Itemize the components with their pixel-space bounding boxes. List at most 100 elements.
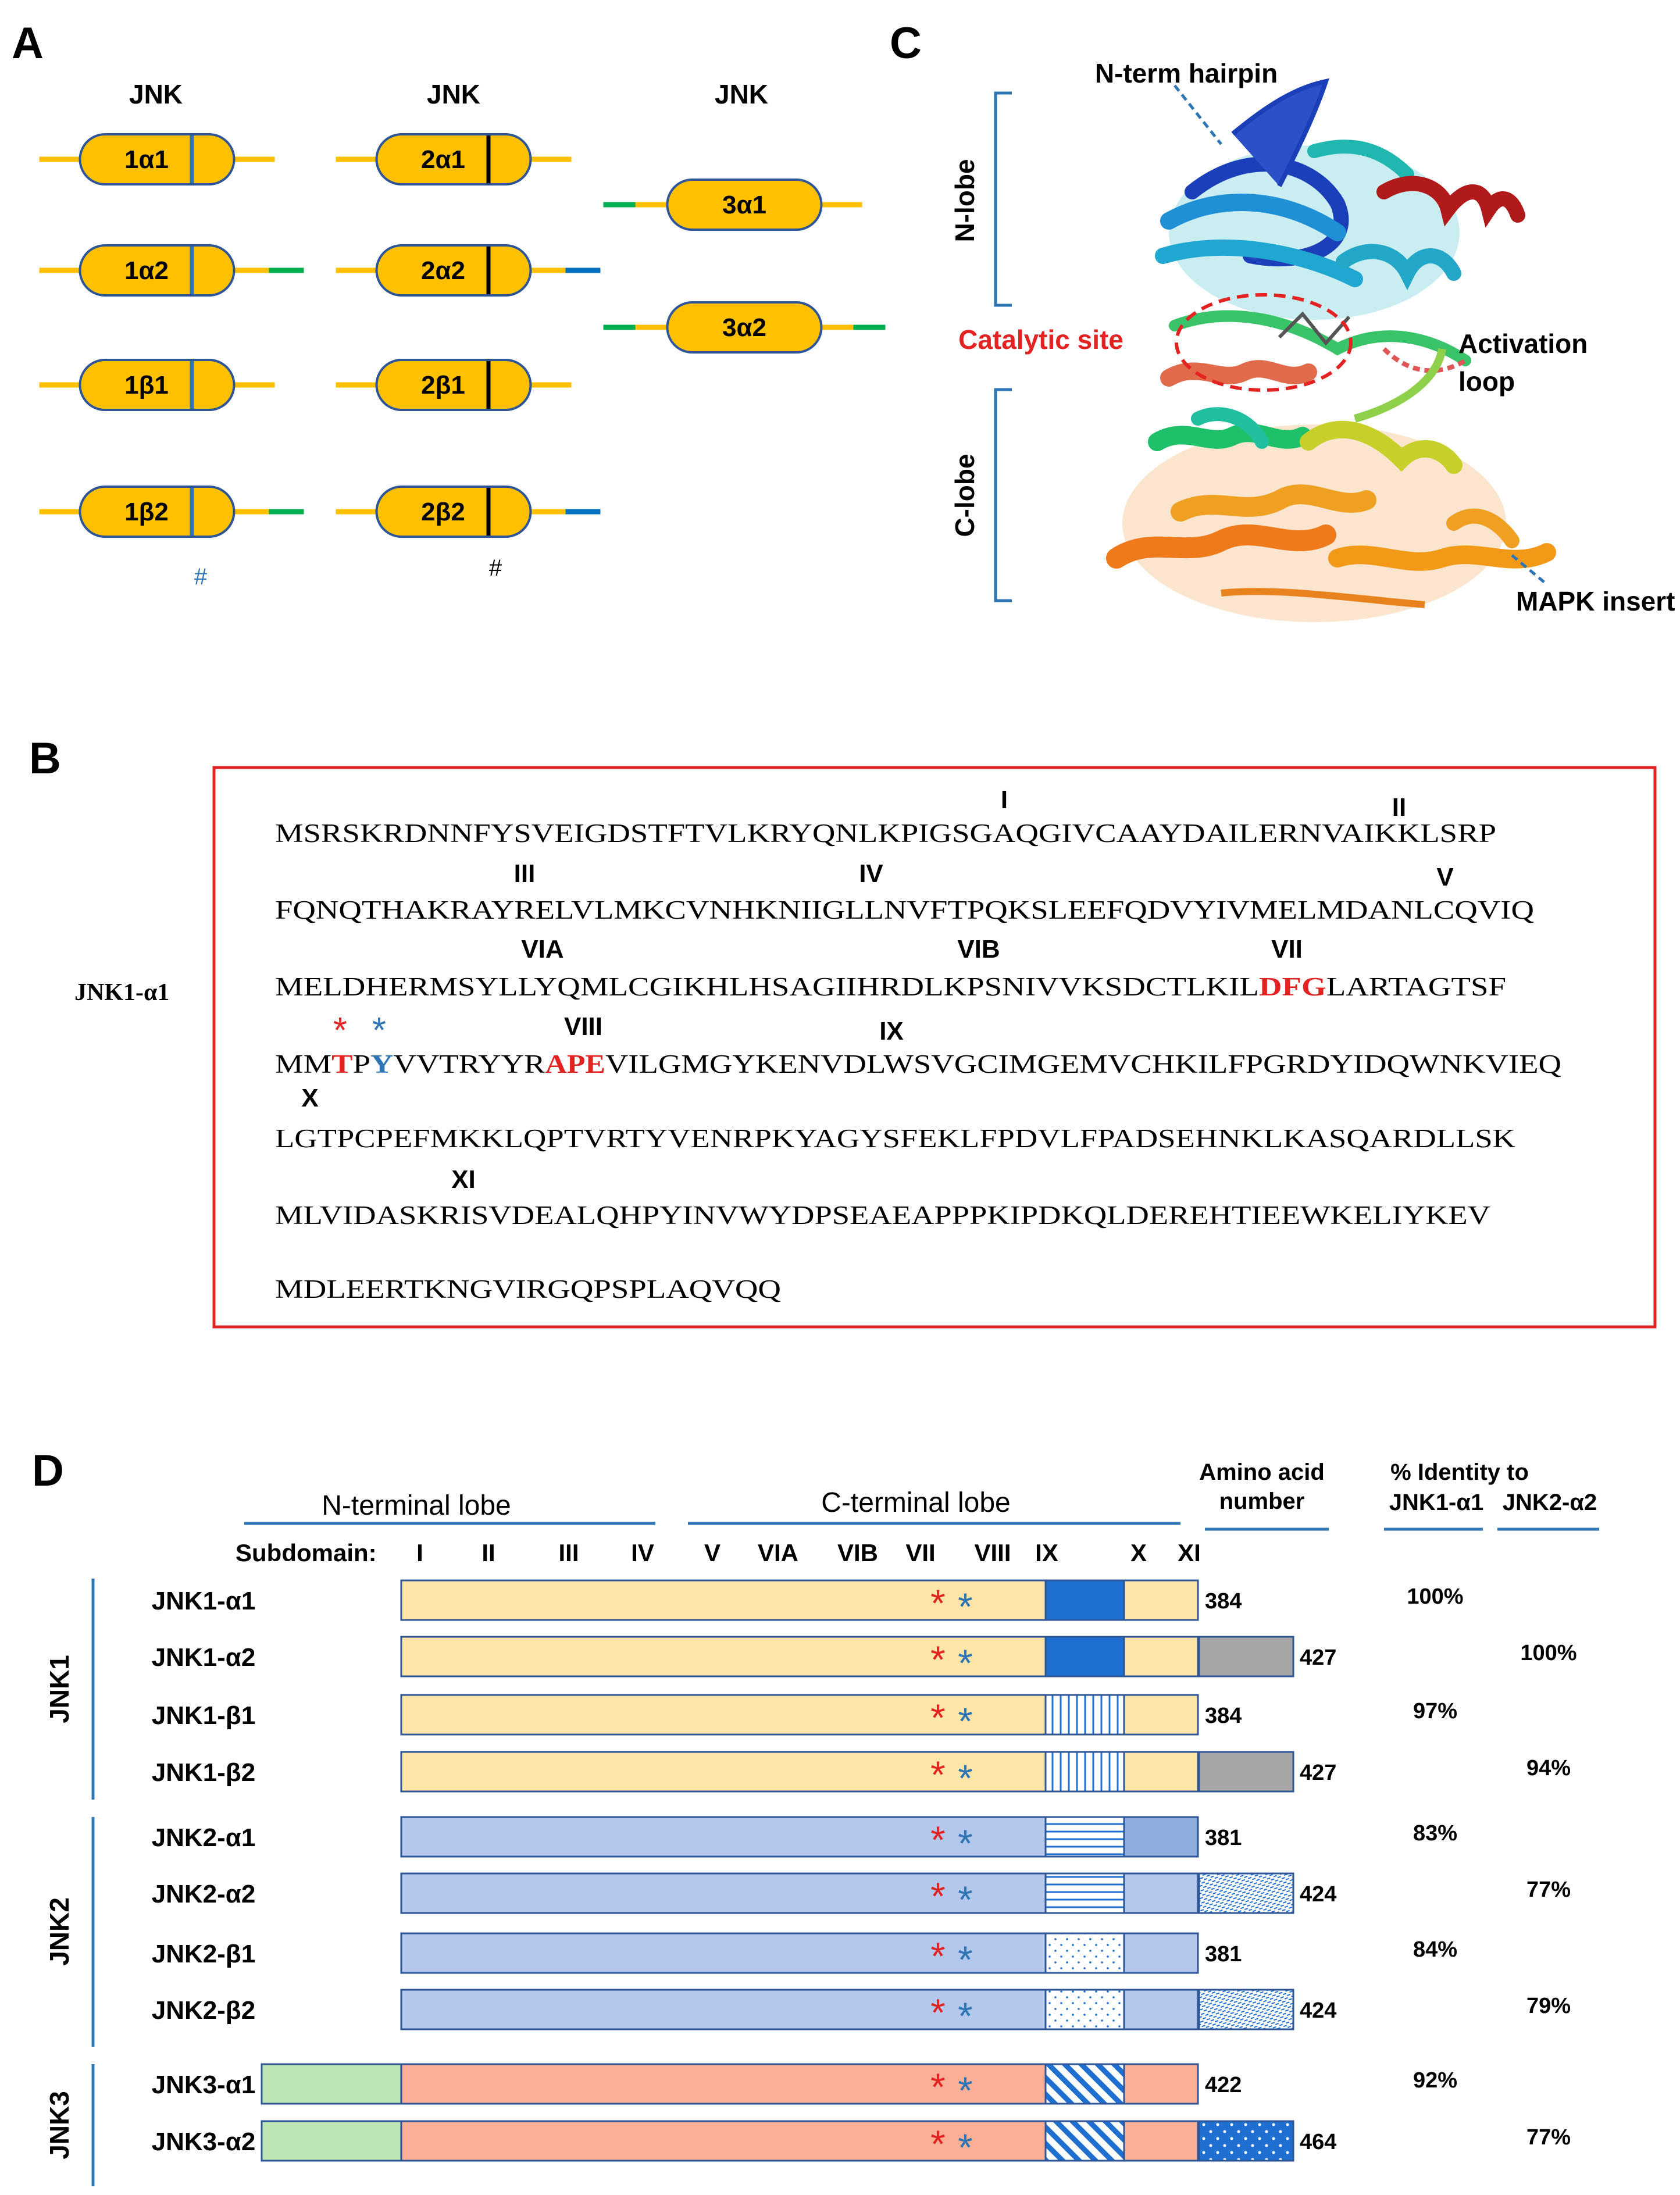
dfg-motif: DFG [1259,972,1326,1001]
identity-to-jnk1-a1: 100% [1407,1584,1463,1609]
hash-mark-jnk1: # [194,564,208,590]
subdomain-mark-iv: IV [859,859,883,888]
amino-acid-number: 384 [1205,1589,1242,1614]
n-lobe-label: N-lobe [950,159,980,242]
phospho-star-thr: * [930,1753,946,1796]
isoform-label: 3α1 [722,191,766,219]
identity-to-jnk2-a2: 100% [1520,1641,1576,1665]
isoform-name: JNK3-α2 [152,2128,256,2156]
c-terminal-region [1123,1816,1199,1858]
subdomain-mark-xi: XI [451,1165,476,1194]
n-terminal-extension [261,2063,402,2105]
identity-col2-header: JNK2-α2 [1503,1490,1597,1515]
insert-region [1044,2120,1125,2162]
identity-to-jnk1-a1: 83% [1413,1821,1457,1846]
subdomain-mark-i: I [1001,786,1008,814]
aa-number-header-2: number [1219,1489,1305,1514]
subdomain-viii: VIII [974,1539,1011,1566]
panel-a: JNK JNK JNK 1α11α21β11β22α12α22β12β23α13… [39,79,886,590]
amino-acid-number: 424 [1300,1998,1336,2023]
group-label-jnk1: JNK1 [44,1655,74,1723]
amino-acid-number: 464 [1300,2130,1336,2154]
hash-mark-jnk2: # [489,555,502,581]
subdomain-mark-ii: II [1392,793,1406,822]
panel-label-a: A [12,19,44,68]
group-label-jnk3: JNK3 [44,2091,74,2160]
phospho-threonine: T [331,1050,352,1079]
phospho-star-tyr: * [958,1822,973,1865]
phospho-star-thr: * [930,1935,946,1978]
sequence-line-2: FQNQTHAKRAYRELVLMKCVNHKNIIGLLNVFTPQKSLEE… [275,895,1534,925]
isoform-name: JNK2-β2 [152,1996,255,2025]
n-terminal-extension [261,2120,402,2162]
sequence-line-1: MSRSKRDNNFYSVEIGDSTFTVLKRYQNLKPIGSGAQGIV… [275,819,1496,848]
isoform-1α2: 1α2 [39,244,304,297]
panel-label-d: D [32,1446,64,1496]
kinase-body [375,133,532,185]
subdomain-iii: III [558,1539,579,1566]
isoform-label: 1α1 [124,145,169,174]
isoform-2β2: 2β2 [336,486,601,538]
activation-loop-label-2: loop [1458,366,1515,397]
kinase-body [79,359,236,411]
insert-region [1044,2063,1125,2105]
phospho-star-thr: * [930,2065,946,2108]
phospho-star-thr: * [930,1818,946,1861]
kinase-body [375,244,532,297]
subdomain-header: Subdomain: [236,1539,377,1566]
phospho-star-thr: * [930,1638,946,1681]
insert-region [1044,1694,1125,1736]
isoform-label: 1β2 [124,498,169,526]
kinase-body [666,179,823,231]
kinase-body [79,486,236,538]
identity-to-jnk2-a2: 94% [1526,1756,1571,1780]
subdomain-mark-viii: VIII [564,1012,602,1041]
phospho-star-tyr: * [958,1641,973,1684]
amino-acid-number: 422 [1205,2073,1242,2097]
subdomain-ii: II [481,1539,495,1566]
identity-col1-header: JNK1-α1 [1389,1490,1483,1515]
phospho-star-tyr: * [958,1938,973,1981]
isoform-label: 2α2 [421,256,465,285]
n-terminal-lobe-header: N-terminal lobe [322,1490,511,1521]
isoform-2β1: 2β1 [336,359,572,411]
sequence-frame [212,766,1657,1329]
isoform-2α2: 2α2 [336,244,601,297]
identity-to-jnk1-a1: 84% [1413,1937,1457,1962]
isoform-label: 2β1 [421,371,465,399]
isoform-name: JNK2-α2 [152,1880,256,1908]
phospho-star-tyr: * [958,1878,973,1921]
insert-region [1044,1932,1125,1974]
phospho-star-thr: * [930,1696,946,1739]
c-lobe-bracket [994,388,1012,602]
subdomain-mark-iii: III [514,859,536,888]
phospho-star-tyr: * [958,2126,973,2169]
isoform-label: 2α1 [421,145,465,174]
ape-mask [544,1052,606,1079]
isoform-3α2: 3α2 [603,301,886,354]
amino-acid-number: 384 [1205,1704,1242,1728]
kinase-body [375,359,532,411]
aa-number-header-1: Amino acid [1199,1459,1325,1485]
isoform-label: 1β1 [124,371,169,399]
sequence-line-7: MDLEERTKNGVIRGQPSPLAQVQQ [275,1275,781,1304]
subdomain-x: X [1130,1539,1147,1566]
isoform-label: 2β2 [421,498,465,526]
amino-acid-number: 381 [1205,1942,1242,1966]
subdomain-mark-via: VIA [521,935,563,963]
sequence-line-6: MLVIDASKRISVDEALQHPYINVWYDPSEAEAPPPKIPDK… [275,1201,1490,1230]
c-lobe-label: C-lobe [950,454,980,537]
catalytic-site-label: Catalytic site [958,324,1123,355]
panel-label-b: B [29,734,61,783]
